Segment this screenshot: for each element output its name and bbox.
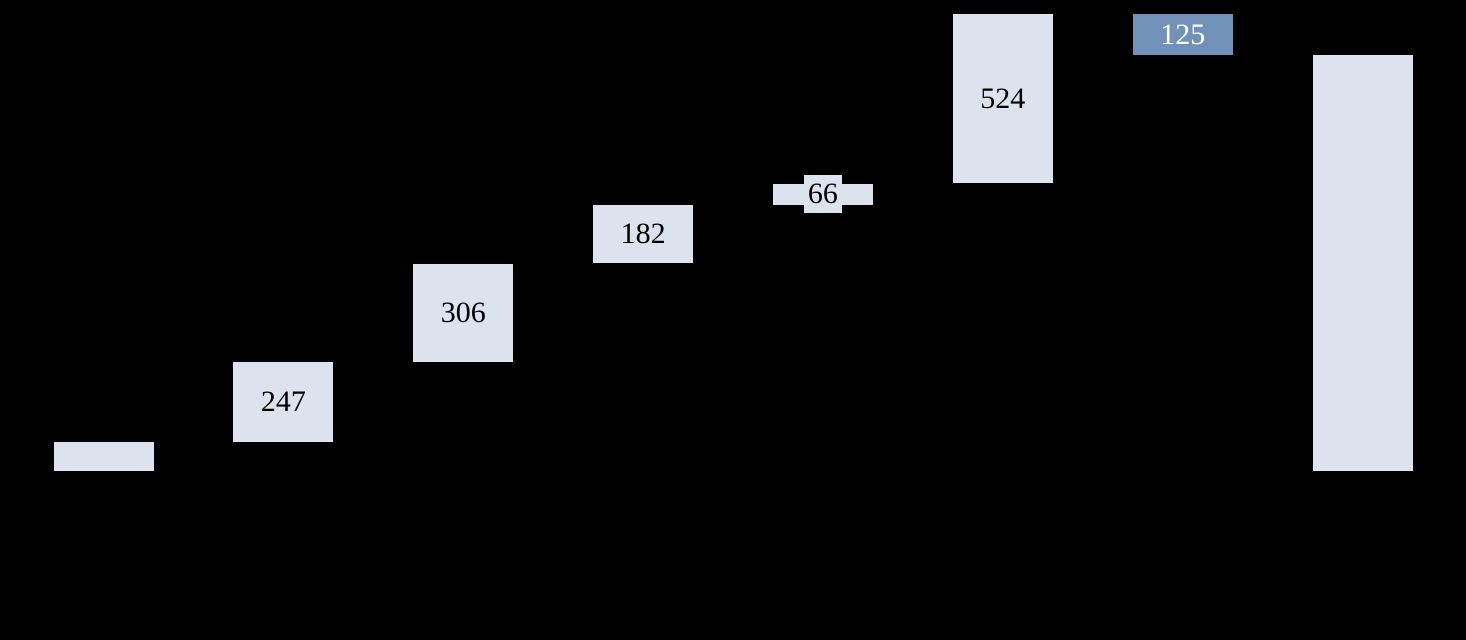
bar-value-label: 524 xyxy=(980,81,1026,115)
bar-value-label: 182 xyxy=(620,217,666,251)
bar-step-125: 125 xyxy=(1132,14,1233,55)
bar-step-182: 182 xyxy=(593,204,694,264)
bar-step-66: 66 xyxy=(772,175,873,214)
bar-step-306: 306 xyxy=(413,263,514,363)
bar-initial xyxy=(53,442,154,471)
bar-step-524: 524 xyxy=(952,14,1053,184)
bar-value-label: 247 xyxy=(260,385,306,419)
bar-value-label: 66 xyxy=(803,175,842,214)
bar-value-label: 306 xyxy=(440,295,486,329)
bar-step-247: 247 xyxy=(233,362,334,442)
bar-value-label: 125 xyxy=(1160,17,1206,51)
bar-total xyxy=(1312,54,1413,471)
